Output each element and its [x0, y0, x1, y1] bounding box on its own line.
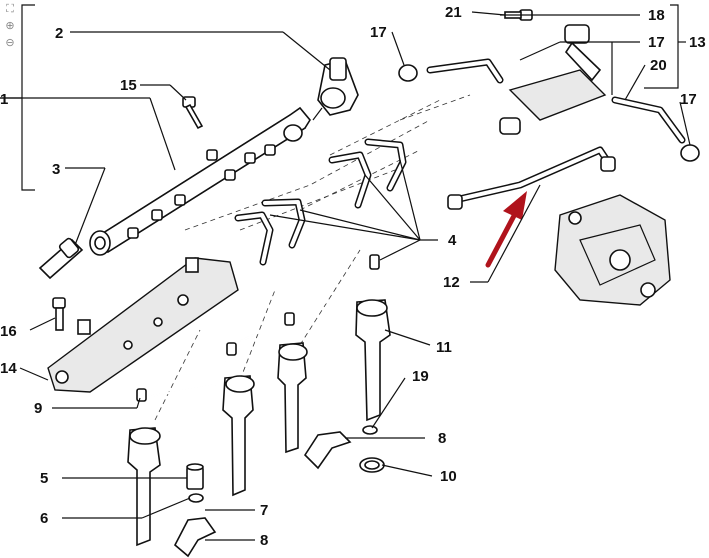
- copper-washer: [188, 493, 204, 503]
- callout-8-lower: 8: [260, 532, 268, 549]
- callout-12: 12: [443, 274, 460, 291]
- zoom-out-icon[interactable]: ⊖: [5, 37, 15, 49]
- injector-sleeve: [186, 463, 204, 490]
- seal-washer: [362, 425, 378, 435]
- callout-21: 21: [445, 4, 462, 21]
- leader-lines: [0, 11, 691, 541]
- rail-bolt: [182, 96, 204, 130]
- callout-9: 9: [34, 400, 42, 417]
- bracket-group-13: [644, 4, 686, 89]
- injector-front: [127, 427, 161, 547]
- return-hose: [426, 58, 686, 144]
- callout-7: 7: [260, 502, 268, 519]
- callout-11: 11: [436, 339, 452, 356]
- zoom-toolbar: ⛶ ⊕ ⊖: [3, 2, 19, 53]
- hose-clamps: [398, 64, 700, 162]
- injector-pipes: [234, 138, 407, 266]
- callout-6: 6: [40, 510, 48, 527]
- leak-off-line: [136, 254, 380, 402]
- highlight-arrow: [485, 191, 527, 268]
- callout-17-mid: 17: [648, 34, 665, 51]
- callout-17-right: 17: [680, 91, 697, 108]
- fit-page-icon[interactable]: ⛶: [6, 3, 14, 15]
- callout-18: 18: [648, 7, 665, 24]
- callout-8-upper: 8: [438, 430, 446, 447]
- zoom-in-icon[interactable]: ⊕: [5, 20, 15, 32]
- return-tee-fitting: [499, 24, 607, 135]
- sealing-ring: [359, 457, 385, 473]
- callout-16: 16: [0, 323, 17, 340]
- callout-17-left: 17: [370, 24, 387, 41]
- clamp-rear: [303, 431, 352, 470]
- injector-4: [355, 299, 391, 422]
- fuel-rail: [89, 106, 311, 256]
- injector-3: [277, 342, 308, 454]
- callout-labels: 1 2 3 4 5 6 7 8 8 9 10 11 12 13 14 15 16…: [0, 4, 706, 549]
- callout-2: 2: [55, 25, 63, 42]
- callout-3: 3: [52, 161, 60, 178]
- callout-20: 20: [650, 57, 667, 74]
- high-pressure-pump: [554, 194, 671, 306]
- high-pressure-line: [447, 146, 616, 210]
- rail-bracket: [47, 257, 239, 393]
- bracket-bolt: [52, 297, 66, 331]
- clamp-front: [173, 517, 217, 558]
- rail-pressure-sensor: [38, 237, 84, 280]
- callout-15: 15: [120, 77, 137, 94]
- callout-4: 4: [448, 232, 457, 249]
- callout-5: 5: [40, 470, 48, 487]
- callout-14: 14: [0, 360, 17, 377]
- callout-19: 19: [412, 368, 429, 385]
- pressure-regulator: [312, 57, 359, 121]
- injector-2: [222, 375, 255, 497]
- callout-10: 10: [440, 468, 457, 485]
- callout-13: 13: [689, 34, 706, 51]
- callout-1: 1: [0, 91, 8, 108]
